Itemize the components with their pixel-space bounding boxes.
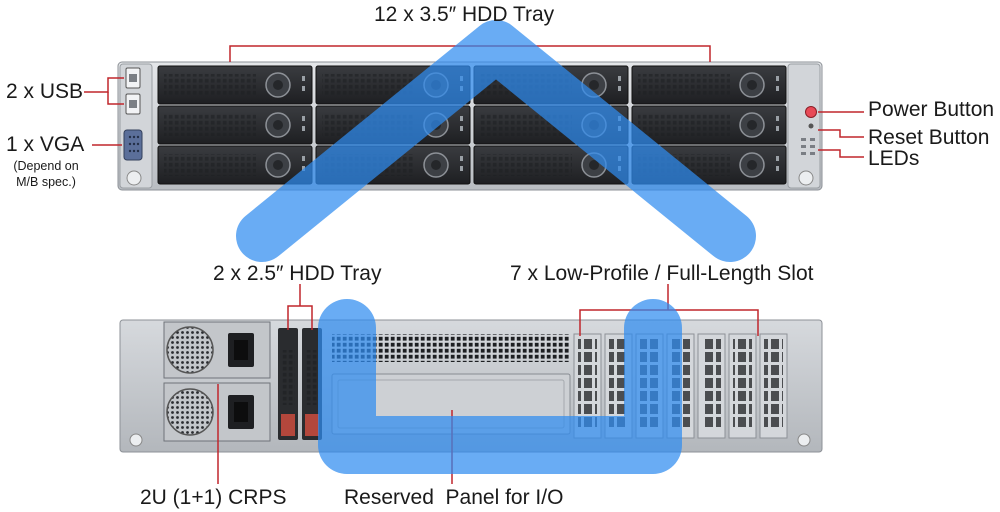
highlight-chevron — [236, 20, 756, 262]
pcie-slot[interactable] — [697, 333, 726, 439]
label-reset-button: Reset Button — [868, 126, 990, 149]
hdd-tray[interactable] — [473, 145, 629, 185]
label-io-panel: Reserved Panel for I/O — [344, 486, 564, 509]
highlight-io-u — [318, 299, 682, 474]
pcie-slot[interactable] — [759, 333, 788, 439]
vga-port-icon[interactable] — [123, 129, 143, 161]
label-vga-note: (Depend on M/B spec.) — [2, 158, 90, 191]
reset-button-icon[interactable] — [808, 123, 814, 129]
psu-unit-2[interactable] — [163, 382, 271, 442]
hdd-tray[interactable] — [631, 65, 787, 105]
label-front-hdd-tray: 12 x 3.5″ HDD Tray — [374, 3, 555, 26]
label-vga: 1 x VGA — [6, 133, 85, 156]
fan-grille-icon — [166, 326, 214, 374]
label-power-button: Power Button — [868, 98, 995, 121]
label-slots: 7 x Low-Profile / Full-Length Slot — [510, 262, 814, 285]
callout-usb — [84, 77, 124, 93]
label-psu: 2U (1+1) CRPS — [140, 486, 287, 509]
highlight-overlays — [236, 20, 756, 474]
label-vga-note-1: (Depend on — [13, 159, 79, 173]
front-right-ear — [787, 63, 821, 189]
rear-hdd-tray-2[interactable] — [302, 328, 322, 440]
psu-unit-1[interactable] — [163, 321, 271, 379]
hdd-tray[interactable] — [157, 105, 313, 145]
label-usb: 2 x USB — [6, 80, 84, 103]
thumbscrew-icon — [129, 433, 143, 447]
hdd-tray[interactable] — [157, 65, 313, 105]
callout-reset — [818, 129, 864, 138]
label-vga-note-2: M/B spec.) — [16, 175, 76, 190]
hdd-tray[interactable] — [631, 105, 787, 145]
callout-usb-2 — [107, 92, 124, 105]
thumbscrew-icon — [126, 170, 142, 186]
label-leds: LEDs — [868, 147, 920, 170]
thumbscrew-icon — [797, 433, 811, 447]
pcie-slot[interactable] — [728, 333, 757, 439]
rear-hdd-tray-1[interactable] — [278, 328, 298, 440]
thumbscrew-icon — [798, 170, 814, 186]
fan-grille-icon — [166, 388, 214, 436]
front-left-ear — [119, 63, 153, 189]
power-button-icon[interactable] — [805, 106, 817, 118]
callout-rear-hdd-bar — [287, 305, 313, 330]
hdd-tray[interactable] — [157, 145, 313, 185]
callout-leds — [818, 149, 864, 158]
status-led-icon — [801, 138, 815, 155]
label-rear-hdd-tray: 2 x 2.5″ HDD Tray — [213, 262, 382, 285]
